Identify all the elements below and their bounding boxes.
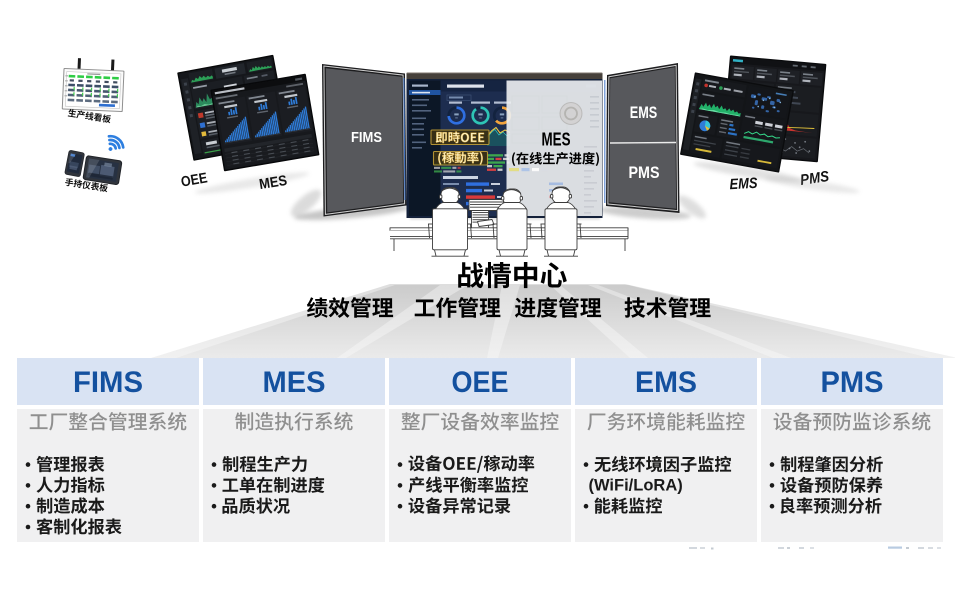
svg-text:PMS: PMS bbox=[821, 366, 884, 399]
svg-text:(WiFi/LoRA): (WiFi/LoRA) bbox=[589, 477, 683, 495]
svg-text:OEE: OEE bbox=[452, 366, 509, 399]
svg-text:MES: MES bbox=[542, 130, 571, 150]
svg-text:FIMS: FIMS bbox=[73, 366, 143, 399]
svg-text:MES: MES bbox=[263, 366, 326, 399]
svg-text:OEE: OEE bbox=[180, 170, 209, 190]
svg-text:EMS: EMS bbox=[635, 366, 697, 399]
svg-text:PMS: PMS bbox=[629, 164, 660, 182]
svg-text:EMS: EMS bbox=[729, 175, 758, 193]
svg-text:EMS: EMS bbox=[630, 104, 658, 122]
svg-text:MES: MES bbox=[258, 173, 288, 193]
svg-text:FIMS: FIMS bbox=[351, 129, 382, 146]
